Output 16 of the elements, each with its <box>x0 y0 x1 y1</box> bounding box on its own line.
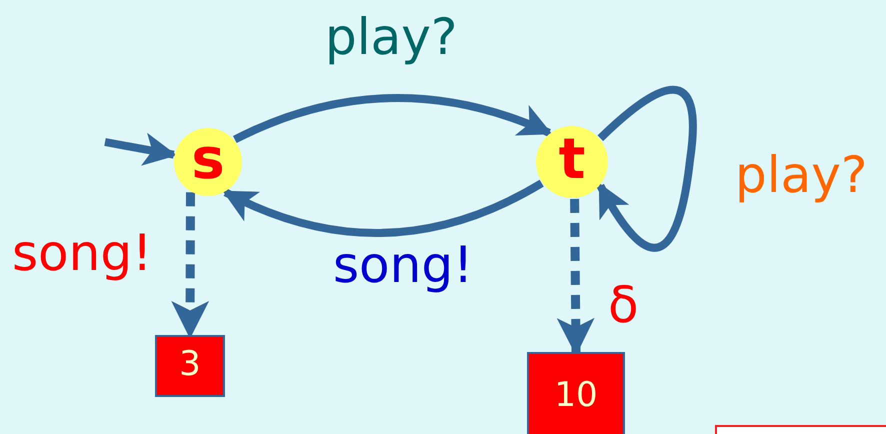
state-circle <box>536 126 608 198</box>
edge-label: play? <box>735 150 868 200</box>
arrow <box>104 132 178 166</box>
reward-box <box>527 352 625 434</box>
arrow <box>596 86 697 252</box>
reward-value: 3 <box>179 347 201 385</box>
state-name: s <box>191 132 225 192</box>
reward-box <box>155 335 225 397</box>
arrow <box>222 180 544 237</box>
edge-label: δ <box>608 280 639 330</box>
edge-label: song! <box>12 228 152 278</box>
arrow <box>233 94 552 144</box>
edge-label: play? <box>325 12 458 62</box>
reward-value: 10 <box>554 378 598 416</box>
state-name: t <box>558 132 586 192</box>
edge-label: song! <box>333 240 474 290</box>
